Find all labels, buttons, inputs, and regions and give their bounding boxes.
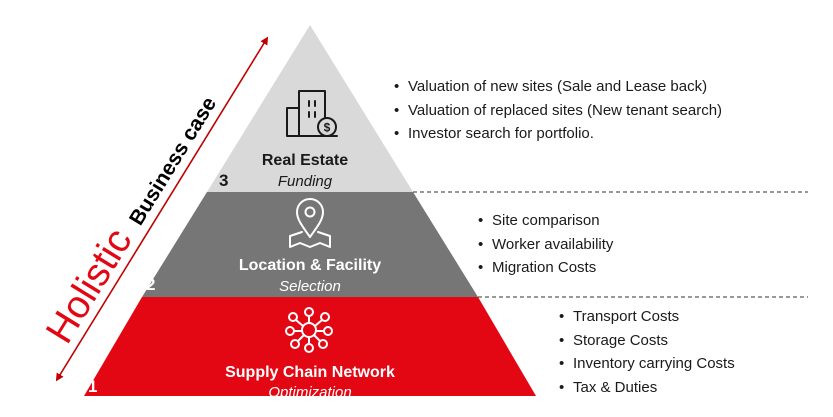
bullet-item: Valuation of replaced sites (New tenant … xyxy=(392,99,722,123)
level-1-subtitle: Optimization xyxy=(268,384,351,401)
level-3-subtitle: Funding xyxy=(278,173,333,190)
map-pin-icon xyxy=(289,198,331,248)
level-1-title: Supply Chain Network xyxy=(225,364,395,381)
level-3-title: Real Estate xyxy=(262,152,348,169)
level-1-bullet-list: Transport Costs Storage Costs Inventory … xyxy=(557,305,735,399)
bullet-item: Storage Costs xyxy=(557,329,735,353)
bullet-item: Valuation of new sites (Sale and Lease b… xyxy=(392,75,722,99)
bullet-item: Transport Costs xyxy=(557,305,735,329)
holistic-arrow xyxy=(55,36,269,382)
level-3-number: 3 xyxy=(219,171,228,190)
building-dollar-icon: $ xyxy=(286,90,338,137)
bullet-item: Inventory carrying Costs xyxy=(557,352,735,376)
level-3-bullet-list: Valuation of new sites (Sale and Lease b… xyxy=(392,75,722,146)
svg-text:$: $ xyxy=(324,121,331,135)
level-2-title: Location & Facility xyxy=(239,257,381,274)
bullet-item: Site comparison xyxy=(476,209,613,233)
bullet-item: Migration Costs xyxy=(476,256,613,280)
level-2-number: 2 xyxy=(146,275,155,294)
bullet-item: Tax & Duties xyxy=(557,376,735,400)
pyramid-level-1-shape xyxy=(84,297,536,396)
bullet-item: Worker availability xyxy=(476,233,613,257)
level-1-number: 1 xyxy=(88,377,97,396)
level-2-bullet-list: Site comparison Worker availability Migr… xyxy=(476,209,613,280)
level-2-subtitle: Selection xyxy=(279,278,341,295)
bullet-item: Investor search for portfolio. xyxy=(392,122,722,146)
network-hub-icon xyxy=(285,307,333,353)
